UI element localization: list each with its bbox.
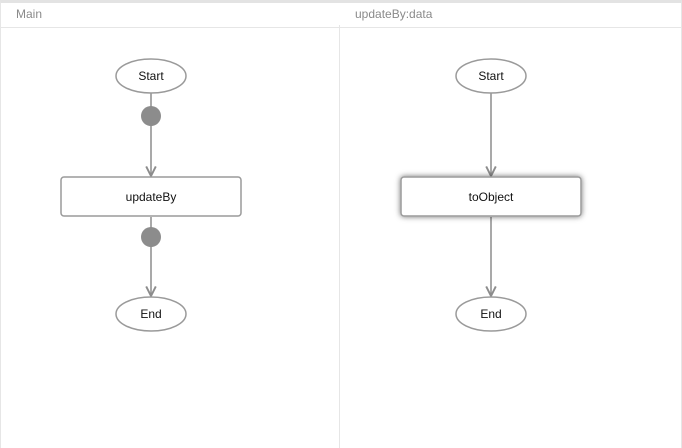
main-flow: Start updateBy End	[60, 58, 242, 332]
end-node[interactable]: End	[115, 296, 187, 332]
updateby-node[interactable]: updateBy	[60, 176, 242, 217]
breakpoint-dot-lower[interactable]	[141, 227, 161, 247]
updateby-data-flow: Start toObject End	[400, 58, 582, 332]
end-node[interactable]: End	[455, 296, 527, 332]
panel-header-bar: Main updateBy:data	[1, 3, 681, 28]
start-node-label: Start	[478, 69, 504, 83]
start-node[interactable]: Start	[455, 58, 527, 94]
end-node-label: End	[480, 307, 501, 321]
panel-title-updateby-data: updateBy:data	[355, 7, 433, 21]
start-node-label: Start	[138, 69, 164, 83]
start-node[interactable]: Start	[115, 58, 187, 94]
toobject-node-label: toObject	[469, 190, 514, 204]
breakpoint-dot-upper[interactable]	[141, 106, 161, 126]
toobject-node[interactable]: toObject	[400, 176, 582, 217]
end-node-label: End	[140, 307, 161, 321]
panel-divider	[339, 25, 340, 448]
updateby-node-label: updateBy	[126, 190, 177, 204]
panel-title-main: Main	[16, 7, 43, 21]
